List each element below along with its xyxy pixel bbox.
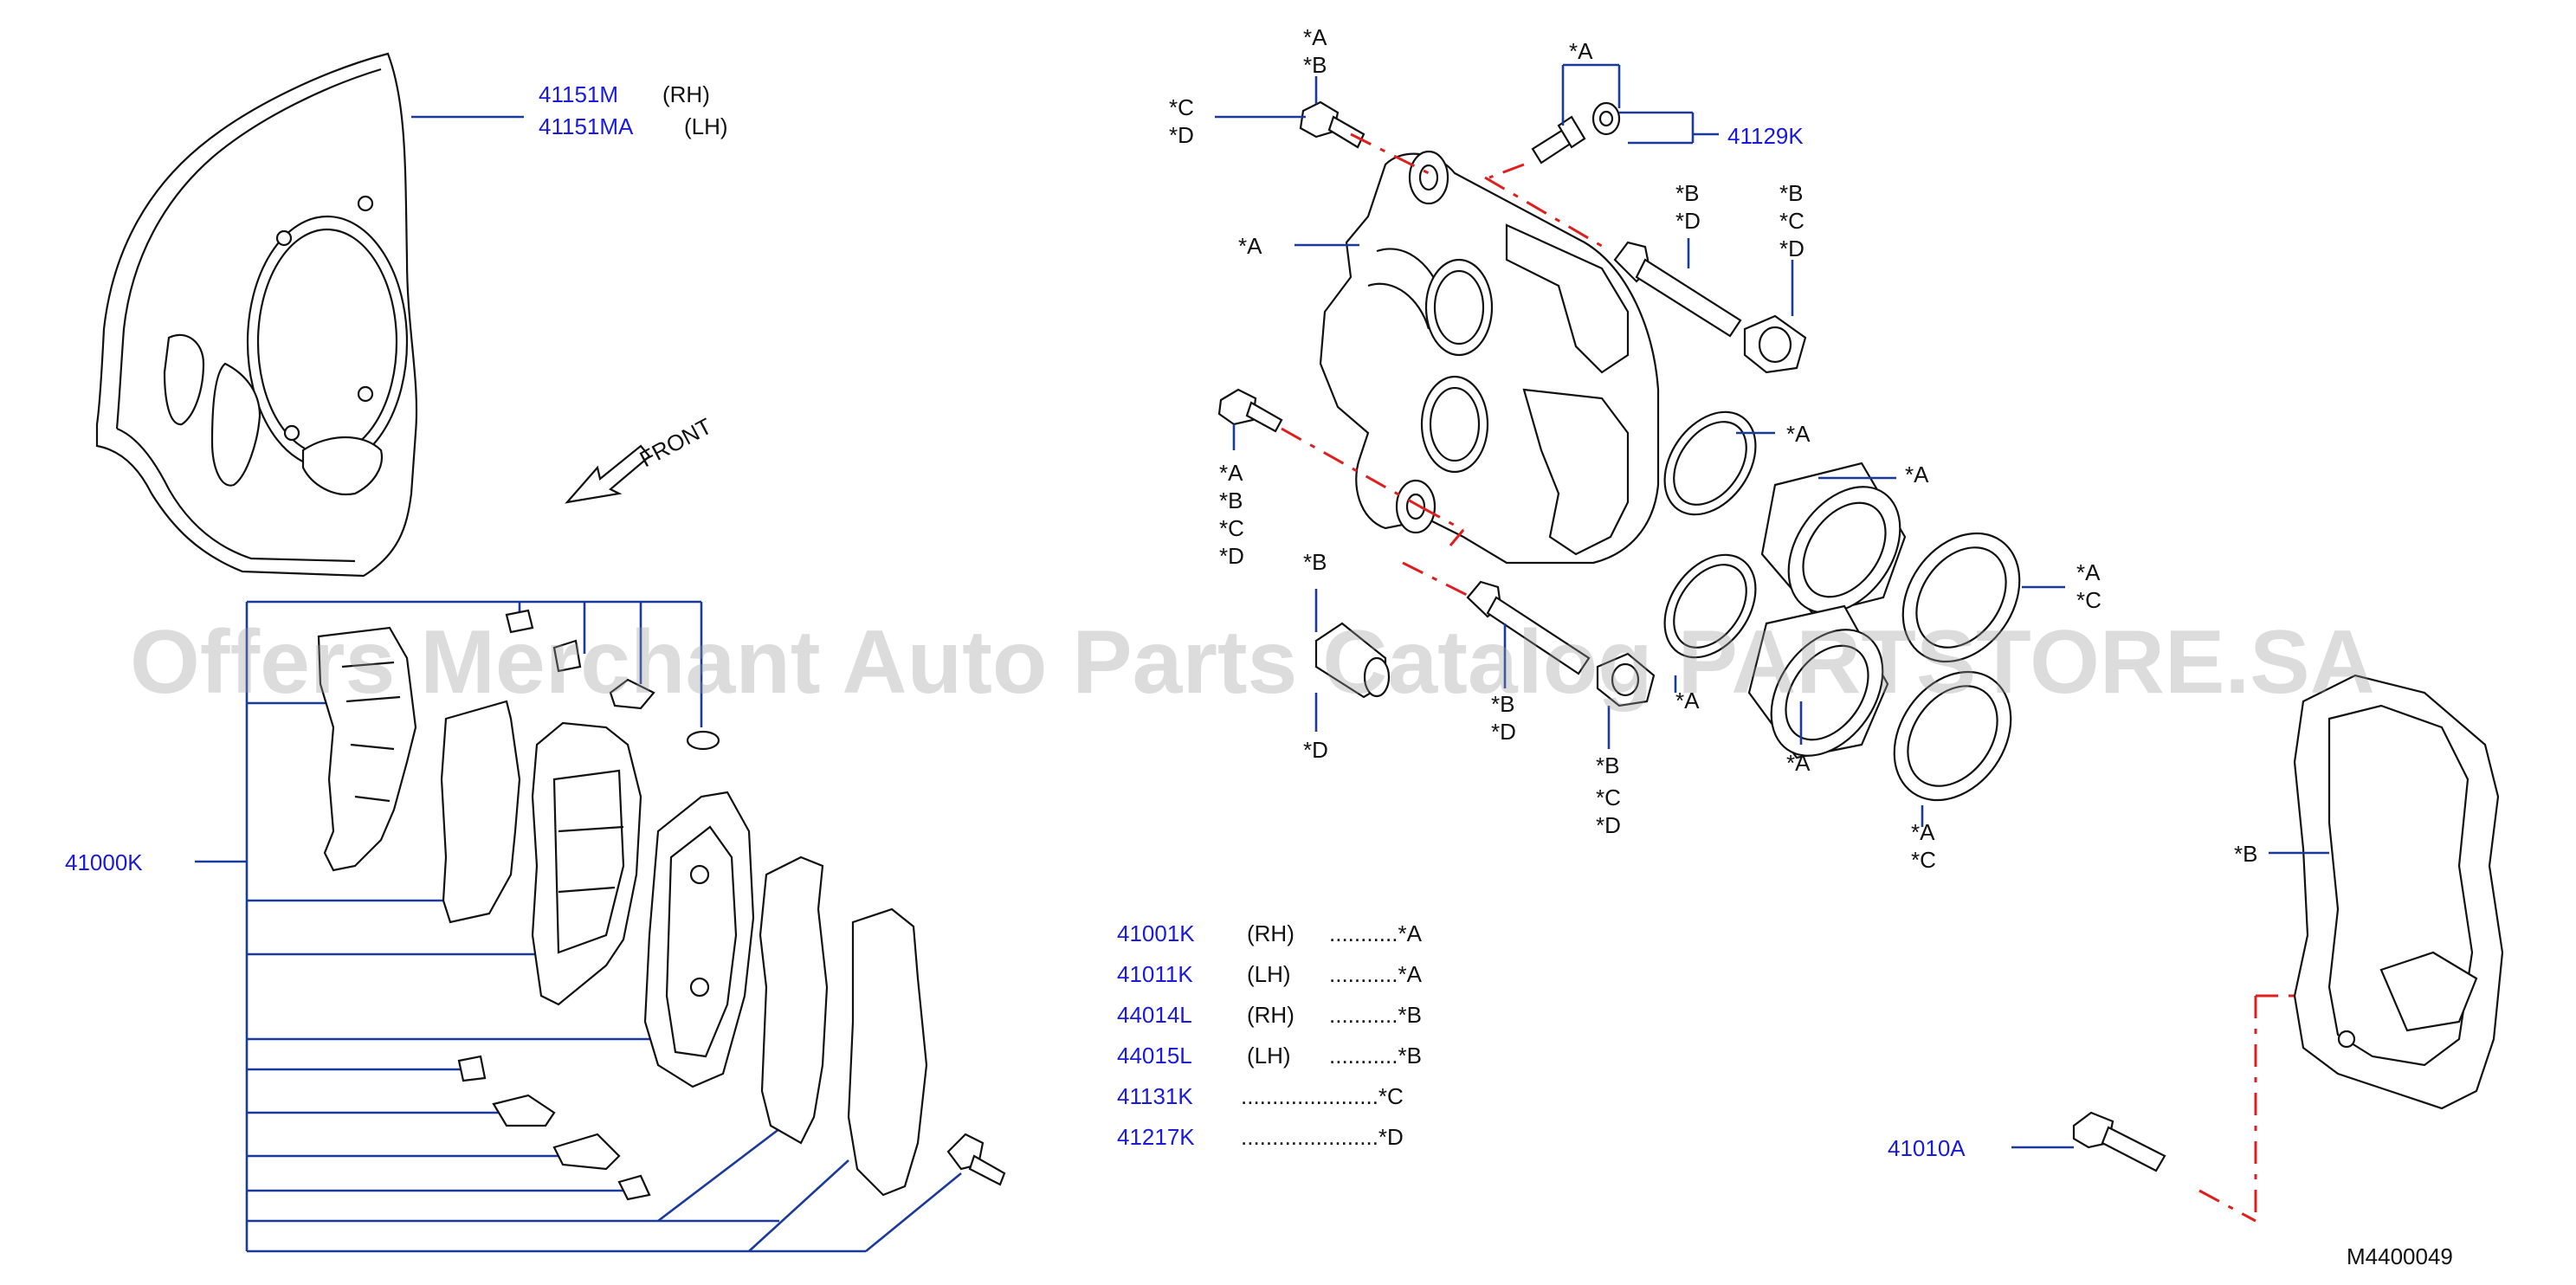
legend-ref-2: ...........*A [1329, 961, 1423, 987]
front-label: FRONT [636, 413, 716, 473]
side-bolt-icon [1217, 388, 1283, 433]
callout-pin2-d: *D [1491, 719, 1516, 745]
callout-boot-b: *B [1779, 180, 1803, 206]
callout-boot2-c: *C [1596, 785, 1621, 810]
alignment-lines [1281, 132, 2295, 1223]
legend-part-4: 44015L [1117, 1043, 1192, 1069]
caliper-hardware [1217, 100, 1807, 707]
legend-part-5: 41131K [1117, 1083, 1193, 1109]
callout-side-bolt-b: *B [1219, 488, 1243, 513]
caliper-bracket [2293, 674, 2504, 1110]
callout-piston1-a: *A [1905, 462, 1929, 488]
diagram-code: M4400049 [2347, 1243, 2453, 1269]
bracket-bolt-icon [2072, 1111, 2166, 1172]
legend-side-1: (RH) [1247, 920, 1294, 946]
top-bolt-icon [1299, 100, 1365, 149]
callout-bleeder-a: *A [1569, 38, 1593, 64]
pin-boot-2-icon [1596, 652, 1656, 707]
callout-seal-right-c: *C [2076, 587, 2101, 613]
legend-part-2: 41011K [1117, 961, 1193, 987]
caliper-body [1319, 150, 1660, 565]
callout-caliper-body-a: *A [1238, 233, 1262, 259]
legend-ref-5: ......................*C [1241, 1083, 1404, 1109]
pad-bolt-icon [946, 1133, 1006, 1186]
callout-seal2-a: *A [1911, 819, 1935, 845]
callout-boot-d: *D [1779, 236, 1804, 262]
callout-piston2-a: *A [1786, 750, 1811, 776]
legend-part-1: 41001K [1117, 920, 1195, 946]
bolt-part: 41010A [1888, 1135, 1966, 1161]
legend-part-3: 44014L [1117, 1002, 1192, 1028]
legend-side-2: (LH) [1247, 961, 1291, 987]
callout-seal-right-a: *A [2076, 559, 2101, 585]
guide-pin-icon [1613, 241, 1742, 338]
splash-shield [95, 52, 418, 578]
splash-lh-part: 41151MA [539, 113, 634, 139]
splash-rh-part: 41151M [539, 81, 618, 107]
callout-boot2-d: *D [1596, 812, 1621, 838]
splash-rh-side: (RH) [662, 81, 710, 107]
brake-pads [317, 609, 1006, 1201]
pin-boot-icon [1743, 314, 1807, 374]
callout-pin-d: *D [1675, 208, 1701, 234]
legend-side-4: (LH) [1247, 1043, 1291, 1069]
pistons-seals [1663, 410, 2021, 802]
callout-top-bolt-b: *B [1303, 52, 1327, 78]
callout-top-bolt-c: *C [1169, 94, 1194, 120]
callout-bracket-b: *B [2234, 841, 2257, 867]
front-arrow-icon [565, 444, 651, 504]
callout-boot2-b: *B [1596, 752, 1619, 778]
callout-boot-c: *C [1779, 208, 1804, 234]
legend-ref-6: ......................*D [1241, 1124, 1404, 1150]
watermark: Offers Merchant Auto Parts Catalog PARTS… [130, 612, 2375, 713]
callout-side-bolt-c: *C [1219, 515, 1244, 541]
callout-top-bolt-a: *A [1303, 24, 1327, 50]
seal-kit-part: 41129K [1727, 123, 1804, 149]
callout-top-bolt-d: *D [1169, 122, 1194, 148]
callout-pin-b: *B [1675, 180, 1699, 206]
caliper-leaders [1215, 63, 2329, 1149]
pad-kit-leaders [195, 600, 962, 1253]
legend-side-3: (RH) [1247, 1002, 1294, 1028]
callout-sleeve-b: *B [1303, 549, 1327, 575]
bleeder-screw-icon [1531, 101, 1621, 165]
pad-kit-part: 41000K [65, 849, 143, 875]
sleeve-icon [1314, 622, 1391, 699]
callout-side-bolt-d: *D [1219, 543, 1244, 569]
callout-ring2-a: *A [1675, 688, 1700, 714]
legend-ref-4: ...........*B [1329, 1043, 1422, 1069]
callout-side-bolt-a: *A [1219, 460, 1243, 486]
callout-seal2-c: *C [1911, 847, 1936, 873]
callout-sleeve-d: *D [1303, 737, 1328, 763]
splash-lh-side: (LH) [684, 113, 728, 139]
legend-part-6: 41217K [1117, 1124, 1195, 1150]
legend-ref-1: ...........*A [1329, 920, 1423, 946]
callout-pin2-b: *B [1491, 691, 1514, 717]
legend-ref-3: ...........*B [1329, 1002, 1422, 1028]
callout-ring1-a: *A [1786, 421, 1811, 447]
part-legend: 41001K (RH) ...........*A 41011K (LH) ..… [1117, 920, 1423, 1150]
guide-pin-2-icon [1466, 580, 1591, 675]
